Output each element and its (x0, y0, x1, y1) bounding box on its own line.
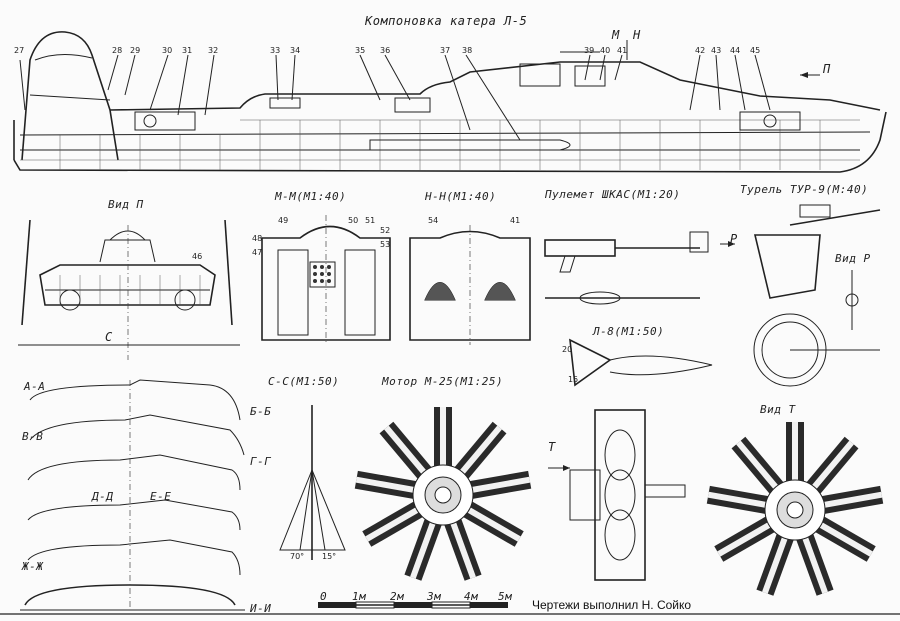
section-mark-n: Н (633, 28, 641, 42)
hull-callout-33: 33 (270, 46, 281, 55)
scale-bar (318, 601, 508, 609)
section-bb: Б-Б (250, 405, 272, 418)
scale-5m: 5м (498, 590, 513, 603)
section-mm (261, 215, 391, 345)
section-aa: А-А (24, 380, 46, 393)
callout-52: 52 (380, 226, 391, 235)
hull-callout-27: 27 (14, 46, 25, 55)
hull-callout-39: 39 (584, 46, 595, 55)
hull-callout-34: 34 (290, 46, 301, 55)
view-t-label: Вид Т (760, 403, 796, 416)
motor-m25-front (354, 407, 532, 581)
hub (786, 501, 804, 519)
cylinder-fin (800, 532, 828, 594)
callout-50: 50 (348, 216, 359, 225)
hull-callout-45: 45 (750, 46, 761, 55)
hull-callout-42: 42 (695, 46, 706, 55)
hull-callout-36: 36 (380, 46, 391, 55)
hull-callout-37: 37 (440, 46, 451, 55)
turret-tur9 (753, 204, 881, 387)
callout-41b: 41 (510, 216, 521, 225)
cylinder-fin (410, 517, 438, 579)
hull-callout-43: 43 (711, 46, 722, 55)
section-cc-label: С-С(М1:50) (268, 375, 340, 388)
section-ee: Е-Е (150, 490, 172, 503)
cylinder-fin (448, 517, 476, 579)
drawing-credit: Чертежи выполнил Н. Сойко (532, 598, 692, 612)
motor-m25-side (548, 409, 686, 581)
angle-15: 15° (322, 552, 337, 561)
scale-2m: 2м (390, 590, 405, 603)
hull-callout-32: 32 (208, 46, 219, 55)
l8-label: Л-8(М1:50) (593, 325, 665, 338)
cylinder-fin (815, 519, 873, 557)
hull-callout-40: 40 (600, 46, 611, 55)
hull-callout-44: 44 (730, 46, 741, 55)
gun-label: Пулемет ШКАС(М1:20) (545, 188, 681, 201)
hull-callout-30: 30 (162, 46, 173, 55)
motor-view-t (706, 422, 884, 596)
mark-p: Р (730, 232, 738, 246)
scale-0: 0 (320, 590, 328, 603)
section-mark-m: М (612, 28, 620, 42)
hull-sections-stack (20, 379, 245, 611)
callout-48: 48 (252, 234, 263, 243)
cylinder-fin (736, 440, 782, 493)
callout-49: 49 (278, 216, 289, 225)
l8-15: 15 (568, 375, 579, 384)
mark-c: С (105, 330, 113, 344)
l8-20: 20 (562, 345, 573, 354)
hull-callout-31: 31 (182, 46, 193, 55)
hull-callout-41: 41 (617, 46, 628, 55)
hull-callout-29: 29 (130, 46, 141, 55)
arrow-p-label: П (823, 62, 831, 76)
section-gg: Г-Г (250, 455, 272, 468)
section-zh: Ж-Ж (22, 560, 44, 573)
view-r-label: Вид Р (835, 252, 871, 265)
cylinder-fin (762, 532, 790, 594)
cylinder-fin (717, 519, 775, 557)
angle-70: 70° (290, 552, 305, 561)
section-dd: Д-Д (92, 490, 114, 503)
l8-part (569, 338, 713, 387)
scale-3m: 3м (427, 590, 442, 603)
callout-51: 51 (365, 216, 376, 225)
shkas-gun (544, 231, 735, 305)
section-nn-label: Н-Н(М1:40) (425, 190, 497, 203)
cylinder-fin (355, 476, 419, 494)
callout-53: 53 (380, 240, 391, 249)
cylinder-fin (463, 504, 521, 542)
hull-callout-38: 38 (462, 46, 473, 55)
callout-54: 54 (428, 216, 439, 225)
section-cc (279, 405, 346, 560)
scale-4m: 4м (464, 590, 479, 603)
section-nn (409, 225, 531, 345)
cylinder-fin (707, 491, 771, 509)
hull-callout-28: 28 (112, 46, 123, 55)
cylinder-fin (365, 504, 423, 542)
cylinder-fin (456, 425, 502, 478)
hull-callout-35: 35 (355, 46, 366, 55)
callout-46: 46 (192, 252, 203, 261)
drawing-title: Компоновка катера Л-5 (365, 14, 528, 28)
callout-47: 47 (252, 248, 263, 257)
hull-side-view (13, 31, 887, 173)
cylinder-fin (467, 476, 531, 494)
section-vv: В-В (22, 430, 44, 443)
section-mm-label: М-М(М1:40) (275, 190, 347, 203)
cylinder-fin (819, 491, 883, 509)
motor-label: Мотор М-25(М1:25) (382, 375, 504, 388)
hub (434, 486, 452, 504)
cylinder-fin (808, 440, 854, 493)
mark-t: Т (548, 440, 556, 454)
view-p-label: Вид П (108, 198, 144, 211)
section-ii: И-И (250, 602, 272, 615)
turret-label: Турель ТУР-9(М:40) (740, 183, 869, 196)
scale-1m: 1м (352, 590, 367, 603)
cylinder-fin (384, 425, 430, 478)
view-p-front (18, 219, 240, 360)
